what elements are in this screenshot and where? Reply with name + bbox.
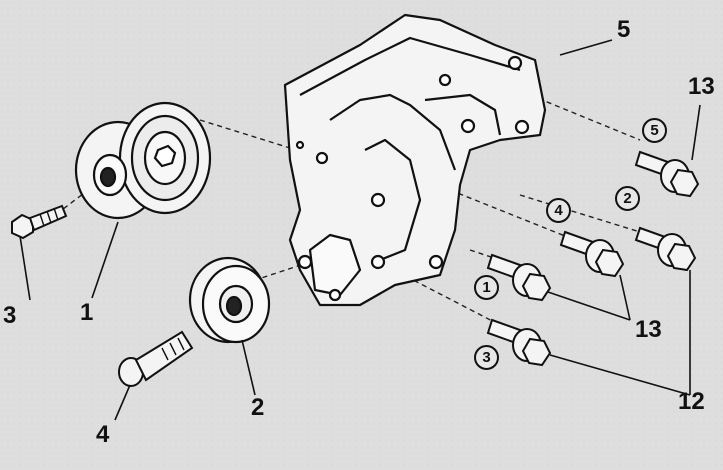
- callout-1: 1: [80, 299, 94, 326]
- bolt-3: [11, 204, 68, 240]
- callout-13-top: 13: [688, 73, 715, 100]
- bolt-step-1: [486, 253, 552, 302]
- bolt-step-2: [634, 226, 697, 272]
- callout-13-bottom: 13: [635, 316, 662, 343]
- step-marker-1: 1: [474, 275, 499, 300]
- bolt-step-5: [634, 150, 700, 198]
- step-marker-4: 4: [546, 198, 571, 223]
- bolt-set: [486, 150, 700, 367]
- bracket: [283, 13, 547, 307]
- bolt-4: [118, 330, 194, 387]
- bolt-step-3: [486, 318, 552, 367]
- callout-12: 12: [678, 388, 705, 415]
- step-marker-2: 2: [615, 186, 640, 211]
- step-marker-3: 3: [474, 345, 499, 370]
- tensioner-pulley: [74, 101, 212, 220]
- idler-pulley: [188, 256, 271, 344]
- callout-3: 3: [3, 302, 17, 329]
- callout-4: 4: [96, 421, 110, 448]
- leader-lines: [19, 39, 701, 421]
- callout-2: 2: [251, 394, 265, 421]
- callout-5: 5: [617, 16, 631, 43]
- bolt-step-4: [559, 230, 625, 278]
- step-marker-5: 5: [642, 118, 667, 143]
